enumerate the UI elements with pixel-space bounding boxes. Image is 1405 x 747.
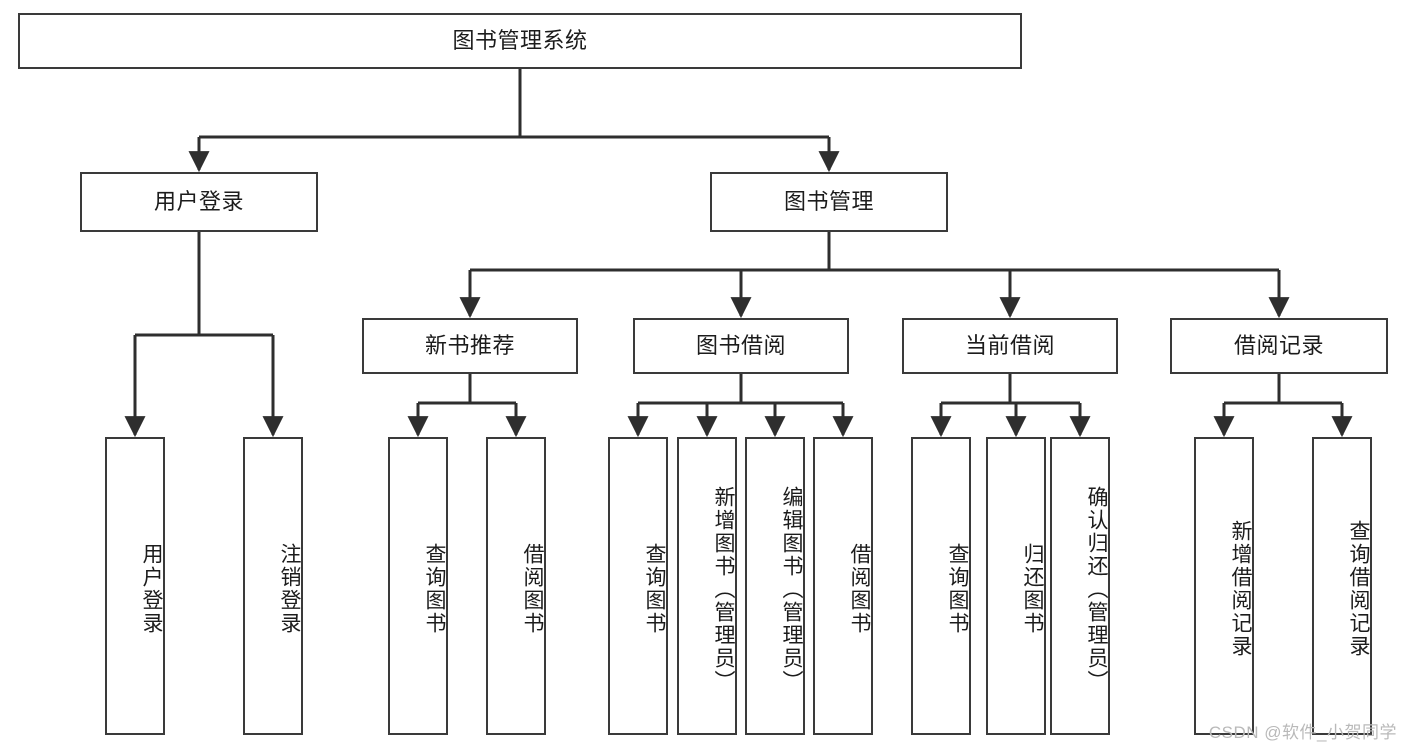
node-leaf-query-record[interactable]: 查询借阅记录 xyxy=(1312,437,1372,735)
node-new-book-rec[interactable]: 新书推荐 xyxy=(362,318,578,374)
node-leaf-logout[interactable]: 注销登录 xyxy=(243,437,303,735)
node-label-leaf-borrow-book-rec: 借阅图书 xyxy=(521,543,544,635)
node-leaf-return-book[interactable]: 归还图书 xyxy=(986,437,1046,735)
node-label-leaf-logout: 注销登录 xyxy=(278,543,301,635)
node-label-user-login: 用户登录 xyxy=(153,189,244,215)
node-leaf-user-login[interactable]: 用户登录 xyxy=(105,437,165,735)
node-leaf-query-book[interactable]: 查询图书 xyxy=(608,437,668,735)
node-leaf-borrow-book[interactable]: 借阅图书 xyxy=(813,437,873,735)
node-label-leaf-query-book-rec: 查询图书 xyxy=(423,543,446,635)
node-leaf-confirm-return[interactable]: 确认归还（管理员） xyxy=(1050,437,1110,735)
node-label-current-borrow: 当前借阅 xyxy=(964,333,1055,359)
csdn-watermark: CSDN @软件_小贺同学 xyxy=(1208,723,1397,742)
node-label-borrow-record: 借阅记录 xyxy=(1233,333,1324,359)
node-leaf-add-book[interactable]: 新增图书（管理员） xyxy=(677,437,737,735)
node-label-leaf-add-book: 新增图书（管理员） xyxy=(712,485,735,693)
node-leaf-edit-book[interactable]: 编辑图书（管理员） xyxy=(745,437,805,735)
node-label-leaf-borrow-book: 借阅图书 xyxy=(848,543,871,635)
node-book-borrow[interactable]: 图书借阅 xyxy=(633,318,849,374)
node-leaf-query-book-rec[interactable]: 查询图书 xyxy=(388,437,448,735)
node-user-login[interactable]: 用户登录 xyxy=(80,172,318,232)
node-current-borrow[interactable]: 当前借阅 xyxy=(902,318,1118,374)
node-label-leaf-return-book: 归还图书 xyxy=(1021,543,1044,635)
node-label-leaf-query-record: 查询借阅记录 xyxy=(1347,520,1370,658)
node-label-leaf-confirm-return: 确认归还（管理员） xyxy=(1085,485,1108,693)
node-label-leaf-user-login: 用户登录 xyxy=(140,543,163,635)
node-label-book-borrow: 图书借阅 xyxy=(695,333,786,359)
node-label-book-manage: 图书管理 xyxy=(783,189,874,215)
node-label-leaf-query-book-cur: 查询图书 xyxy=(946,543,969,635)
node-label-new-book-rec: 新书推荐 xyxy=(424,333,515,359)
node-borrow-record[interactable]: 借阅记录 xyxy=(1170,318,1388,374)
node-label-leaf-query-book: 查询图书 xyxy=(643,543,666,635)
node-label-root: 图书管理系统 xyxy=(452,28,588,54)
node-label-leaf-edit-book: 编辑图书（管理员） xyxy=(780,485,803,693)
node-leaf-query-book-cur[interactable]: 查询图书 xyxy=(911,437,971,735)
node-leaf-add-record[interactable]: 新增借阅记录 xyxy=(1194,437,1254,735)
node-root[interactable]: 图书管理系统 xyxy=(18,13,1022,69)
node-label-leaf-add-record: 新增借阅记录 xyxy=(1229,520,1252,658)
node-leaf-borrow-book-rec[interactable]: 借阅图书 xyxy=(486,437,546,735)
node-book-manage[interactable]: 图书管理 xyxy=(710,172,948,232)
